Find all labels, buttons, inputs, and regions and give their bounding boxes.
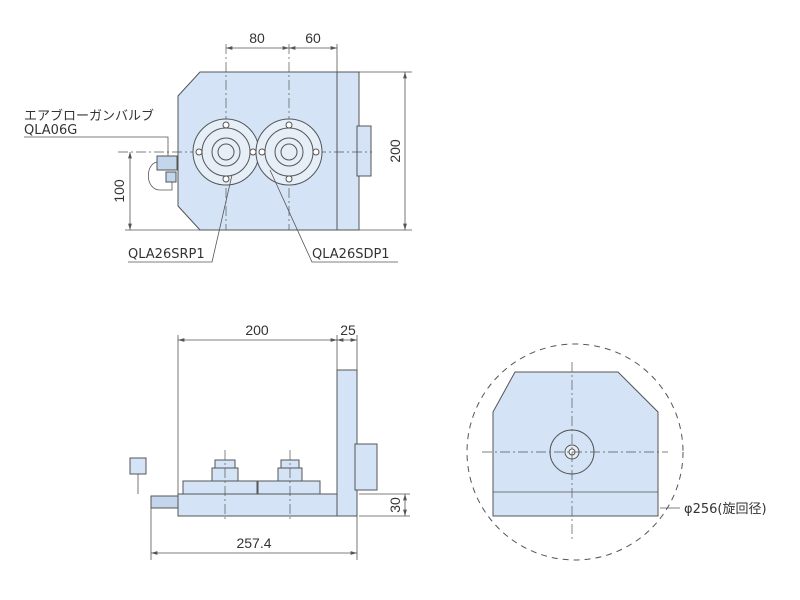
clamp-sdp — [255, 118, 323, 186]
dim-100-text: 100 — [111, 179, 127, 203]
side-view-boss — [354, 443, 378, 491]
side-view-clamp-base-left — [182, 480, 258, 495]
dim-200-text: 200 — [387, 139, 403, 163]
side-view-vertical-plate — [336, 369, 358, 517]
leader-sdp — [269, 169, 398, 263]
label-srp: QLA26SRP1 — [128, 247, 205, 262]
top-view: 80 60 200 100 エアブローガンバルブ QLA06G QLA26SRP… — [24, 30, 412, 263]
side-view-valve — [150, 495, 179, 509]
label-sdp: QLA26SDP1 — [312, 247, 390, 262]
top-view-side-rail — [336, 71, 360, 231]
air-blow-valve — [147, 155, 178, 191]
side-view: 200 25 30 257.4 — [129, 322, 410, 560]
front-view: φ256(旋回径) — [466, 343, 767, 561]
label-valve-name: エアブローガンバルブ — [24, 108, 154, 124]
label-swing-diameter: φ256(旋回径) — [684, 502, 767, 517]
leader-valve — [24, 136, 169, 156]
dim-60-text: 60 — [305, 30, 321, 46]
swing-diameter-circle — [466, 343, 684, 561]
label-valve-model: QLA06G — [24, 123, 77, 138]
dim-side-30-text: 30 — [387, 497, 403, 513]
dim-side-200-text: 200 — [245, 322, 269, 338]
clamp-srp — [192, 118, 260, 186]
top-view-side-boss — [356, 125, 372, 177]
dim-side-25-text: 25 — [340, 322, 356, 338]
side-view-base-plate — [177, 493, 338, 517]
side-view-datum-box — [129, 457, 147, 475]
dim-side-257-text: 257.4 — [236, 535, 271, 551]
dim-80-text: 80 — [249, 30, 265, 46]
leader-srp — [128, 174, 233, 263]
side-view-clamp-base-right — [257, 480, 321, 495]
